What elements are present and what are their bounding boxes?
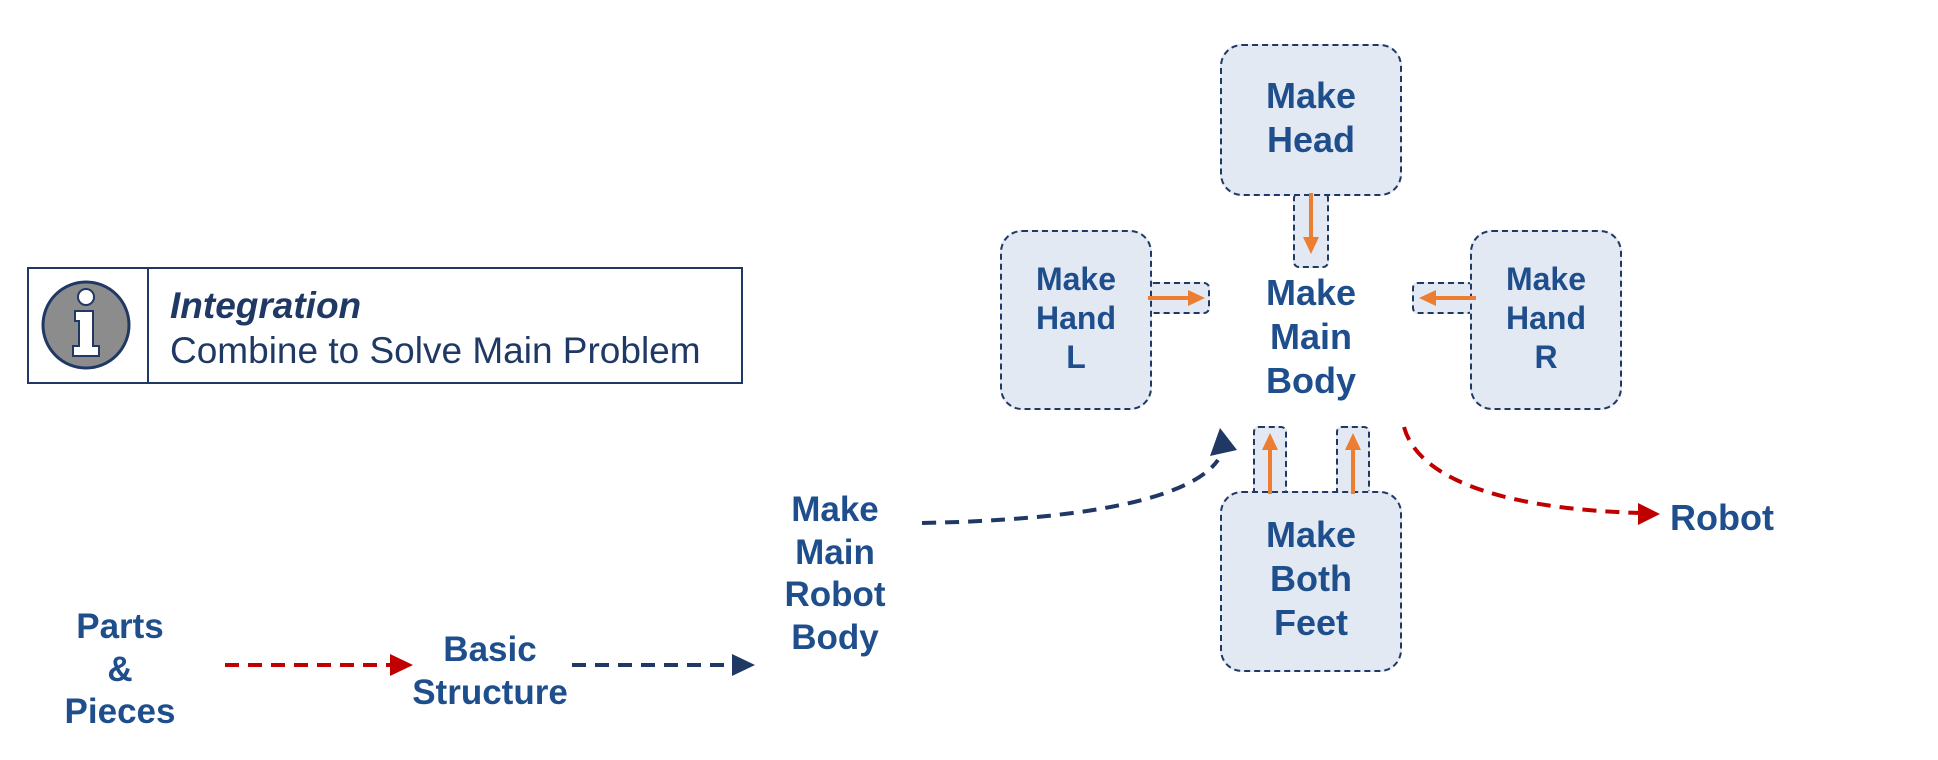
info-subtitle: Combine to Solve Main Problem xyxy=(170,330,701,371)
module-make-hand-r: Make Hand R xyxy=(1470,230,1622,410)
info-title: Integration xyxy=(170,285,362,326)
arrowhead-hand-l-to-body xyxy=(1188,290,1205,306)
label-make-hand-r: Make Hand R xyxy=(1505,261,1587,376)
arrowhead-hand-r-to-body xyxy=(1419,290,1436,306)
info-icon xyxy=(41,280,131,370)
arrowhead-basic-to-main-robot-body xyxy=(732,654,755,676)
label-make-both-feet: Make Both Feet xyxy=(1265,514,1357,643)
label-basic-structure: Basic Structure xyxy=(412,630,568,712)
info-icon-cell xyxy=(29,269,149,382)
label-make-hand-l: Make Hand L xyxy=(1035,261,1117,376)
label-parts-pieces: Parts & Pieces xyxy=(64,607,176,732)
module-make-head: Make Head xyxy=(1220,44,1402,196)
arrow-main-robot-body-to-main-body xyxy=(921,458,1220,525)
info-callout: Integration Combine to Solve Main Proble… xyxy=(27,267,743,384)
label-robot: Robot xyxy=(1670,497,1774,538)
arrowhead-feet-left-to-body xyxy=(1262,433,1278,450)
module-make-hand-l: Make Hand L xyxy=(1000,230,1152,410)
arrowhead-head-to-body xyxy=(1303,237,1319,254)
arrow-main-body-to-robot xyxy=(1402,426,1643,515)
label-make-main-body: Make Main Body xyxy=(1265,272,1357,401)
arrowhead-main-body-to-robot xyxy=(1638,503,1660,525)
arrowhead-parts-to-basic xyxy=(390,654,413,676)
module-make-both-feet: Make Both Feet xyxy=(1220,491,1402,672)
arrowhead-feet-right-to-body xyxy=(1345,433,1361,450)
label-make-head: Make Head xyxy=(1265,75,1357,160)
label-make-main-robot-body: Make Main Robot Body xyxy=(784,490,886,658)
arrowhead-main-robot-body-to-main-body xyxy=(1210,428,1237,456)
